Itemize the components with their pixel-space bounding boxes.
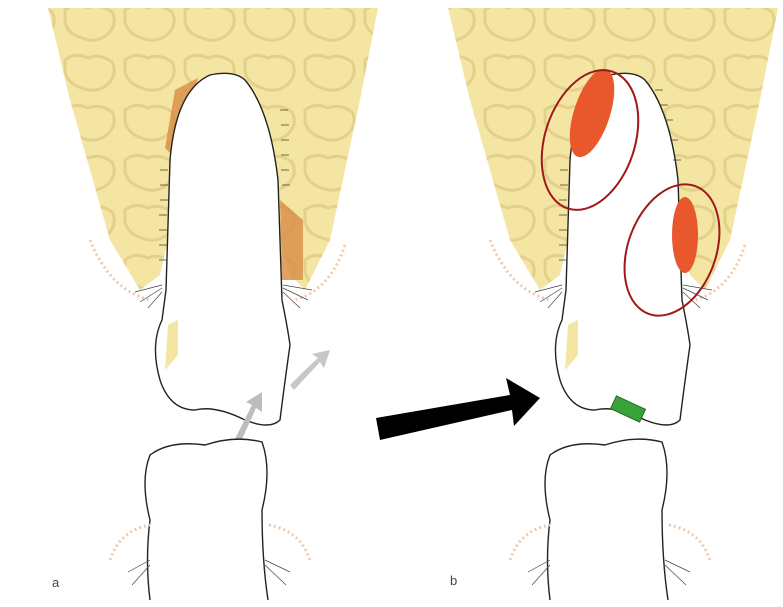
panel-label-b: b xyxy=(450,573,457,588)
panel-a xyxy=(48,8,378,600)
black-arrow-icon xyxy=(376,378,540,440)
force-arrow-a2 xyxy=(290,350,330,390)
lower-tooth-a xyxy=(145,439,268,600)
panel-label-a: a xyxy=(52,575,59,590)
lower-tooth-b xyxy=(545,439,668,600)
panel-b xyxy=(448,8,778,600)
pdl-zone-lower-b xyxy=(672,197,698,273)
